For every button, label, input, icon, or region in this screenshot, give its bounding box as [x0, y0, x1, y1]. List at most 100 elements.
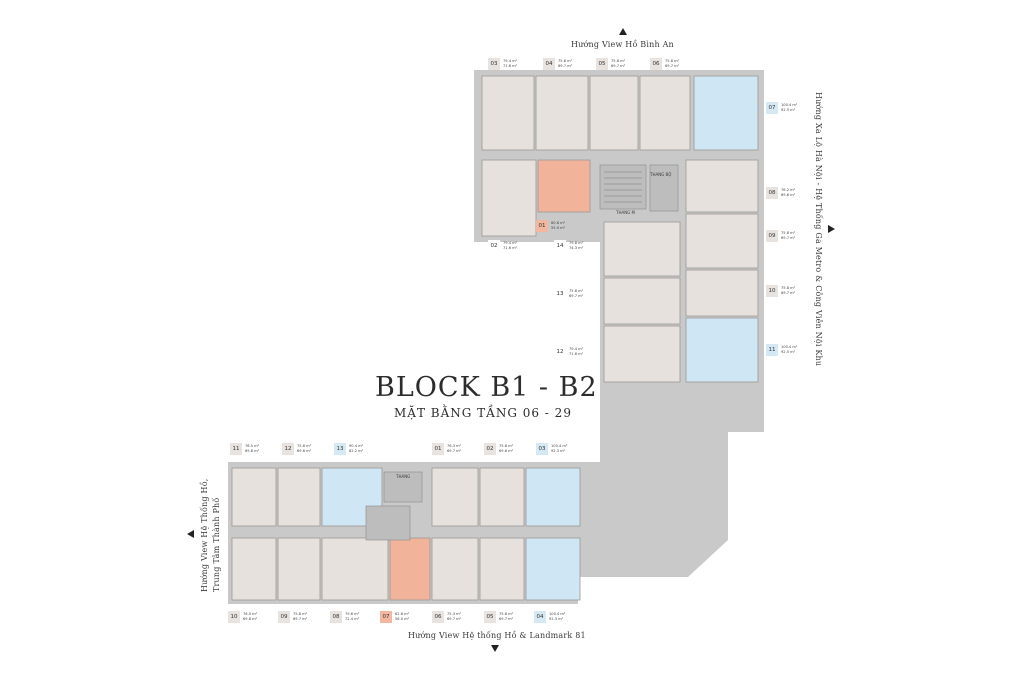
- unit-area-gross: 75.8 m²: [665, 59, 680, 63]
- unit-area-gross: 75.3 m²: [447, 612, 462, 616]
- unit-number: 12: [282, 443, 294, 455]
- unit-number: 06: [650, 58, 662, 70]
- unit-b1-07: [693, 75, 759, 151]
- unit-area-gross: 62.6 m²: [395, 612, 410, 616]
- unit-number: 14: [554, 240, 566, 252]
- unit-area-net: 69.7 m²: [447, 449, 462, 453]
- unit-area-net: 55.9 m²: [551, 226, 566, 230]
- unit-area-gross: 79.4 m²: [503, 59, 518, 63]
- unit-area-net: 92.5 m²: [781, 108, 796, 112]
- unit-area-gross: 75.8 m²: [297, 444, 312, 448]
- unit-b2-03: [525, 467, 581, 527]
- unit-area-net: 69.6 m²: [297, 449, 312, 453]
- bottom-core-label: THANG: [396, 474, 411, 479]
- unit-number: 01: [432, 443, 444, 455]
- unit-number: 05: [596, 58, 608, 70]
- unit-area-net: 69.7 m²: [569, 294, 584, 298]
- unit-area-net: 69.6 m²: [499, 449, 514, 453]
- unit-number: 10: [766, 285, 778, 297]
- unit-number: 12: [554, 346, 566, 358]
- unit-area-gross: 75.8 m²: [781, 231, 796, 235]
- unit-area-gross: 100.4 m²: [549, 612, 566, 616]
- unit-area-net: 74.3 m²: [569, 246, 584, 250]
- unit-number: 03: [536, 443, 548, 455]
- unit-number: 13: [334, 443, 346, 455]
- block2-units: [231, 467, 525, 601]
- unit-number: 04: [534, 611, 546, 623]
- unit-number: 11: [230, 443, 242, 455]
- unit-area-gross: 100.4 m²: [781, 345, 798, 349]
- unit-area-net: 69.8 m²: [245, 449, 260, 453]
- unit-area-net: 92.3 m²: [551, 449, 566, 453]
- unit-number: 03: [488, 58, 500, 70]
- unit-area-gross: 79.8 m²: [569, 241, 584, 245]
- unit-area-net: 71.6 m²: [569, 352, 584, 356]
- unit-area-net: 69.7 m²: [611, 64, 626, 68]
- unit-number: 08: [766, 187, 778, 199]
- unit-area-net: 71.6 m²: [503, 246, 518, 250]
- unit-number: 01: [536, 220, 548, 232]
- unit-number: 07: [766, 102, 778, 114]
- unit-area-net: 69.7 m²: [293, 617, 308, 621]
- unit-area-gross: 76.3 m²: [447, 444, 462, 448]
- unit-area-gross: 76.5 m²: [243, 612, 258, 616]
- unit-number: 07: [380, 611, 392, 623]
- unit-area-net: 92.3 m²: [549, 617, 564, 621]
- unit-number: 13: [554, 288, 566, 300]
- unit-area-gross: 79.6 m²: [345, 612, 360, 616]
- unit-area-gross: 79.4 m²: [569, 347, 584, 351]
- unit-area-gross: 60.8 m²: [551, 221, 566, 225]
- unit-area-net: 69.7 m²: [781, 291, 796, 295]
- unit-number: 02: [488, 240, 500, 252]
- unit-number: 08: [330, 611, 342, 623]
- north-direction-label: Hướng View Hồ Bình An: [571, 40, 674, 49]
- unit-area-net: 69.7 m²: [499, 617, 514, 621]
- block1-units: [481, 75, 759, 383]
- page-subtitle: MẶT BẰNG TẦNG 06 - 29: [394, 406, 572, 420]
- unit-area-net: 69.7 m²: [781, 236, 796, 240]
- unit-number: 05: [484, 611, 496, 623]
- unit-number: 09: [766, 230, 778, 242]
- west-direction-label-line2: Trung Tâm Thành Phố: [212, 497, 221, 592]
- unit-area-net: 72.4 m²: [345, 617, 360, 621]
- west-arrow-icon: [187, 530, 194, 538]
- unit-area-gross: 75.8 m²: [499, 444, 514, 448]
- unit-number: 02: [484, 443, 496, 455]
- top-lift-label: THANG M: [616, 210, 636, 215]
- top-stair-label: THANG BỘ: [650, 172, 672, 177]
- unit-area-gross: 79.4 m²: [503, 241, 518, 245]
- unit-area-net: 69.6 m²: [781, 193, 796, 197]
- unit-number: 10: [228, 611, 240, 623]
- unit-area-gross: 76.5 m²: [245, 444, 260, 448]
- unit-area-net: 69.7 m²: [558, 64, 573, 68]
- unit-area-gross: 100.4 m²: [781, 103, 798, 107]
- unit-area-gross: 75.8 m²: [781, 286, 796, 290]
- unit-area-gross: 90.4 m²: [349, 444, 364, 448]
- unit-area-gross: 75.8 m²: [569, 289, 584, 293]
- south-arrow-icon: [491, 645, 499, 652]
